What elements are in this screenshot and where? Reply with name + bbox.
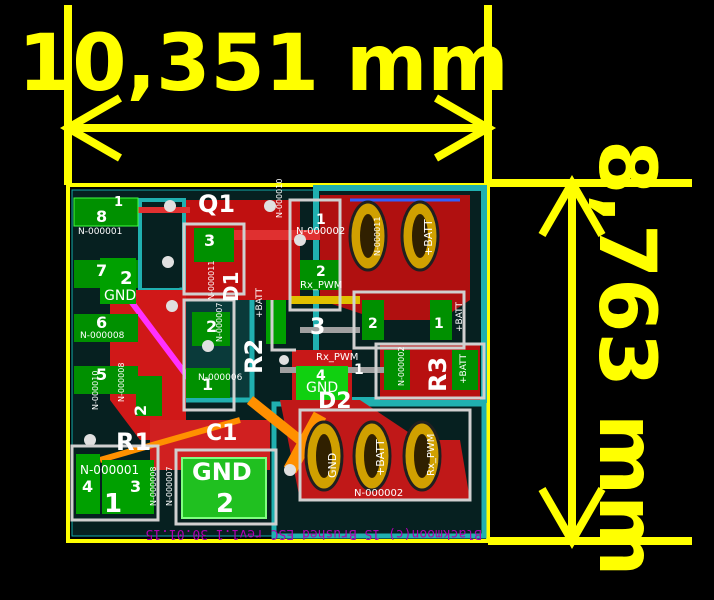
svg-text:+BATT: +BATT: [374, 439, 387, 476]
svg-text:N-000001: N-000001: [78, 227, 122, 237]
svg-text:N-000002: N-000002: [354, 488, 403, 499]
ref-r2: R2: [240, 339, 268, 374]
svg-text:+BATT: +BATT: [422, 219, 435, 256]
svg-text:+BATT: +BATT: [455, 301, 465, 332]
r2-pad-1[interactable]: [186, 368, 230, 398]
svg-text:N-000002: N-000002: [296, 226, 345, 237]
svg-text:4: 4: [316, 368, 326, 384]
pad-numbers: 8 7 6 5 1 2 3 1 2 3 2 1 4 2 1 1 4 1 3 2 …: [82, 195, 444, 519]
ref-q1: Q1: [198, 190, 235, 218]
svg-text:7: 7: [96, 261, 107, 280]
svg-text:N-000008: N-000008: [80, 331, 125, 341]
ref-d2: D2: [318, 389, 352, 414]
svg-text:N-000008: N-000008: [149, 467, 158, 506]
svg-text:1: 1: [202, 375, 213, 394]
svg-text:2: 2: [206, 317, 217, 336]
svg-text:Rx_PWM: Rx_PWM: [426, 434, 437, 476]
svg-text:5: 5: [96, 365, 107, 384]
ref-c1: C1: [206, 421, 237, 446]
svg-text:GND: GND: [104, 288, 136, 304]
svg-text:N-000008: N-000008: [117, 363, 126, 402]
reference-designators: Q1 R2 D1 D2 R3 R1 C1: [116, 190, 452, 456]
svg-text:1: 1: [316, 212, 326, 228]
svg-text:N-000010: N-000010: [91, 371, 100, 410]
svg-text:GND: GND: [306, 380, 338, 396]
svg-text:2: 2: [216, 489, 234, 519]
c-pad-2[interactable]: [362, 300, 384, 340]
svg-text:N-000006: N-000006: [198, 373, 243, 383]
rx-pwm-pad[interactable]: [300, 260, 340, 290]
gnd-big-pad[interactable]: [181, 457, 267, 519]
pad-6[interactable]: [74, 314, 138, 342]
svg-text:2: 2: [316, 264, 326, 280]
silkscreen-outlines: [70, 198, 486, 526]
svg-text:3: 3: [204, 231, 215, 250]
svg-text:8: 8: [96, 207, 107, 226]
dimension-vertical-text: 8,763 mm: [581, 140, 671, 576]
svg-text:GND: GND: [192, 458, 252, 486]
q1-pad-3[interactable]: [194, 228, 234, 262]
svg-text:N-000011: N-000011: [207, 261, 216, 300]
gnd-pad-left[interactable]: [100, 258, 136, 304]
svg-text:N-000007: N-000007: [215, 303, 224, 342]
board-edge[interactable]: [66, 183, 490, 543]
svg-text:N-000011: N-000011: [373, 217, 382, 256]
r3-pad-2[interactable]: [384, 350, 410, 390]
svg-text:6: 6: [96, 313, 107, 332]
svg-text:Rx_PWM: Rx_PWM: [300, 280, 342, 291]
gnd-pad-4[interactable]: [296, 366, 348, 400]
svg-text:1: 1: [104, 489, 122, 519]
pad-5[interactable]: [74, 366, 138, 394]
c-pad-1[interactable]: [430, 300, 452, 340]
svg-text:2: 2: [368, 316, 378, 332]
pads[interactable]: [73, 197, 478, 519]
svg-text:2: 2: [131, 405, 150, 416]
svg-text:1: 1: [354, 362, 364, 378]
svg-text:3: 3: [130, 477, 141, 496]
horizontal-dimension[interactable]: 10,351 mm: [18, 5, 509, 185]
ref-d1: D1: [219, 271, 243, 302]
r1-pad-1[interactable]: [102, 460, 124, 514]
svg-text:N-000010: N-000010: [275, 179, 284, 218]
r1-pad-3[interactable]: [124, 460, 154, 514]
svg-text:1: 1: [114, 195, 123, 210]
svg-text:2: 2: [120, 268, 133, 289]
svg-text:N-000007: N-000007: [165, 467, 174, 506]
pad-8[interactable]: [73, 197, 139, 227]
r1-pad-4[interactable]: [76, 454, 100, 514]
svg-text:N-000002: N-000002: [397, 347, 406, 386]
svg-text:Rx_PWM: Rx_PWM: [316, 352, 358, 363]
svg-text:1: 1: [434, 316, 444, 332]
batt-pad[interactable]: [266, 300, 286, 344]
ref-r1: R1: [116, 428, 151, 456]
svg-text:+BATT: +BATT: [459, 353, 469, 384]
svg-text:3: 3: [310, 315, 325, 340]
pad-2-mid[interactable]: [136, 376, 162, 416]
ref-r3: R3: [424, 357, 452, 392]
through-hole-pads[interactable]: [304, 200, 442, 492]
silkscreen-credit: Blackmoon(c) 1S Brushed ESC rev1.1 30.01…: [145, 526, 482, 541]
dimension-horizontal-text: 10,351 mm: [18, 19, 509, 109]
svg-text:N-000001: N-000001: [80, 463, 139, 477]
net-labels: N-000001 GND N-000008 N-000002 Rx_PWM Rx…: [78, 179, 469, 506]
vertical-dimension[interactable]: 8,763 mm: [488, 140, 692, 576]
svg-text:+BATT: +BATT: [255, 287, 265, 318]
svg-text:GND: GND: [326, 453, 339, 478]
vias[interactable]: [84, 200, 306, 476]
r3-pad-1[interactable]: [452, 350, 478, 390]
svg-text:4: 4: [82, 477, 93, 496]
r2-pad-2[interactable]: [192, 312, 230, 346]
